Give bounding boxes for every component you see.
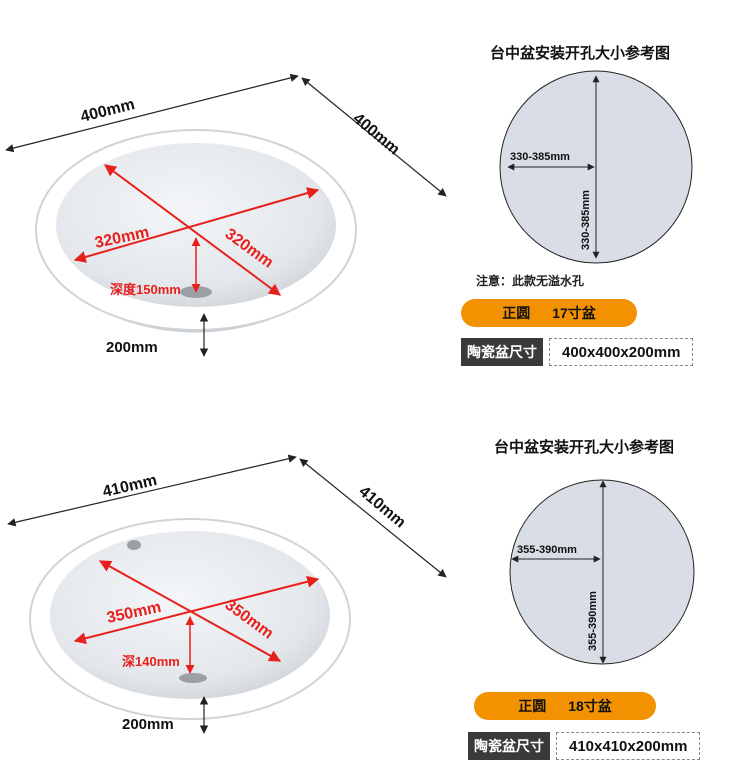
size-name-label: 17寸盆 [552,305,596,321]
total-height-label: 200mm [106,339,158,356]
outer-width-label: 410mm [101,472,159,501]
overflow-note: 注意：此款无溢水孔 [476,274,585,288]
inner-depth-label: 深140mm [122,654,180,669]
size-pill: 正圆 17寸盆 [461,299,637,327]
ceramic-size-value: 400x400x200mm [549,338,694,366]
width-dimension-line [5,73,299,153]
cutout-vertical-label: 355-390mm [587,591,599,651]
product-panel-17: 400mm 400mm 320mm 320mm 深度150mm 200mm 33… [0,0,750,388]
depth-dimension-line [299,458,447,578]
width-dimension-line [7,454,297,527]
cutout-title: 台中盆安装开孔大小参考图 [490,45,671,62]
cutout-circle [499,70,693,264]
outer-depth-label: 400mm [349,110,402,158]
product-panel-18: 410mm 410mm 350mm 350mm 深140mm 200mm 355… [0,389,750,777]
inner-depth-label: 深度150mm [110,282,181,297]
ceramic-size-label: 陶瓷盆尺寸 [468,732,550,760]
ceramic-size-label: 陶瓷盆尺寸 [461,338,543,366]
depth-dimension-line [301,77,447,197]
cutout-vertical-label: 330-385mm [580,190,592,250]
ceramic-size-row: 陶瓷盆尺寸 400x400x200mm [461,338,694,366]
basin-diagram: 400mm 400mm 320mm 320mm 深度150mm 200mm 33… [5,70,693,357]
outer-width-label: 400mm [79,96,137,126]
cutout-title: 台中盆安装开孔大小参考图 [494,439,675,456]
size-name-label: 18寸盆 [568,698,612,714]
basin-image [35,129,357,333]
inner-diagonal-b [73,187,320,263]
ceramic-size-row: 陶瓷盆尺寸 410x410x200mm [468,732,701,760]
cutout-horizontal-label: 355-390mm [517,544,577,556]
shape-label: 正圆 [518,698,547,714]
size-pill: 正圆 18寸盆 [474,692,656,720]
outer-depth-label: 410mm [355,483,408,531]
inner-diagonal-b [73,575,320,645]
ceramic-size-value: 410x410x200mm [556,732,701,760]
cutout-circle [509,479,695,665]
shape-label: 正圆 [502,305,531,321]
total-height-label: 200mm [122,716,174,733]
basin-diagram: 410mm 410mm 350mm 350mm 深140mm 200mm 355… [7,454,695,734]
cutout-horizontal-label: 330-385mm [510,151,570,163]
